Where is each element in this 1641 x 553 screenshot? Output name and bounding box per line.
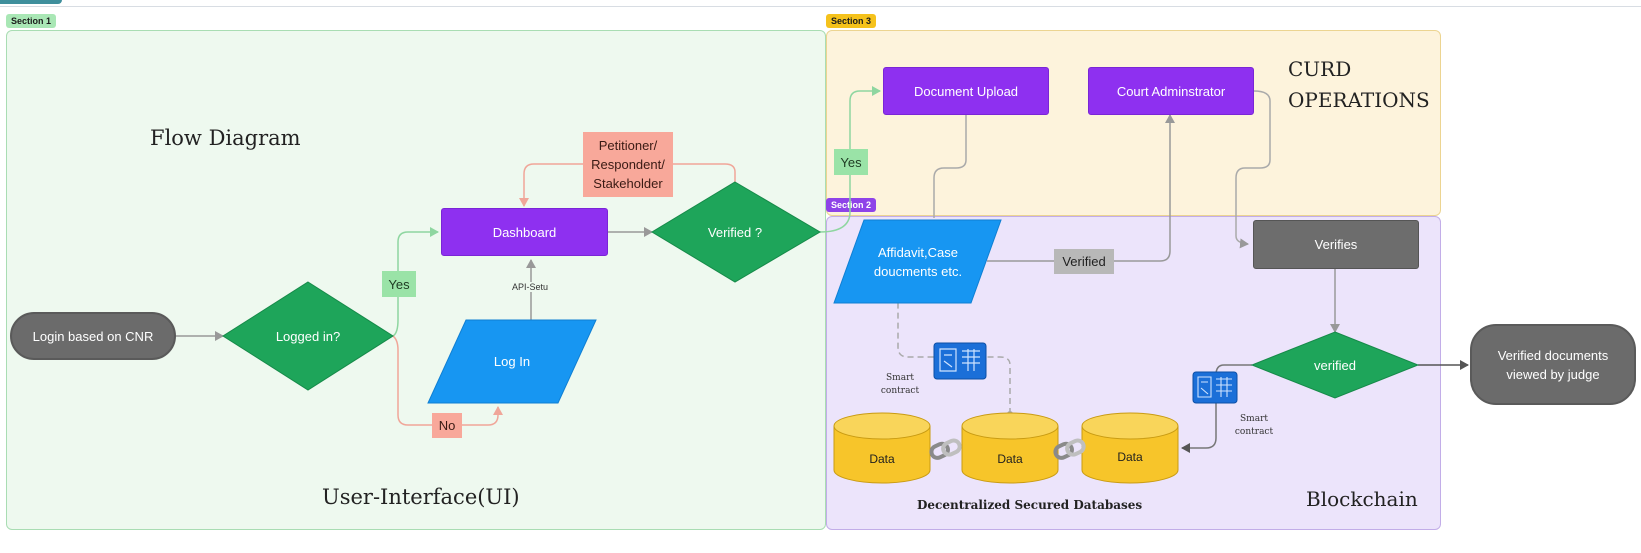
blockchain-title: Blockchain [1306, 487, 1418, 511]
login-based-on-cnr-node[interactable]: Login based on CNR [10, 312, 176, 360]
canvas-top-bar [0, 0, 1641, 7]
edge-verified-to-data [1181, 364, 1252, 453]
edge-no-to-login [392, 335, 503, 426]
section-1-tag[interactable]: Section 1 [6, 14, 57, 28]
smart-contract-label-2: Smart contract [1234, 414, 1274, 437]
edge-affidavit-to-court-admin [987, 114, 1175, 262]
smart-contract-icon [933, 342, 987, 380]
logged-in-text: Logged in? [275, 328, 341, 344]
decentralized-databases-label: Decentralized Secured Databases [917, 498, 1143, 512]
edge-upload-to-affidavit [933, 115, 967, 218]
canvas-top-accent [0, 0, 62, 4]
petitioner-respondent-stakeholder-node[interactable]: Petitioner/ Respondent/ Stakeholder [583, 132, 673, 197]
yes-label-left: Yes [382, 271, 416, 297]
section-3-tag[interactable]: Section 3 [826, 14, 877, 28]
edge-yes-to-dashboard [392, 227, 439, 337]
log-in-parallelogram [427, 319, 597, 404]
no-label: No [432, 413, 462, 438]
smart-contract-label-1: Smart contract [880, 373, 920, 396]
edge-court-admin-to-verifies [1235, 90, 1271, 249]
chain-link-icon [929, 438, 962, 460]
court-administrator-node[interactable]: Court Adminstrator [1088, 67, 1254, 115]
verified-question-text: Verified ? [707, 224, 763, 240]
curd-title-line-2: OPERATIONS [1288, 88, 1430, 112]
verified-question-diamond [651, 181, 821, 283]
curd-title-line-1: CURD [1288, 57, 1352, 81]
database-label-2: Data [997, 452, 1023, 466]
verified-edge-label: Verified [1054, 249, 1114, 274]
edge-petitioner-to-dashboard [519, 163, 583, 207]
verified-documents-judge-node[interactable]: Verified documents viewed by judge [1470, 324, 1636, 405]
document-upload-node[interactable]: Document Upload [883, 67, 1049, 115]
yes-label-top: Yes [834, 149, 868, 175]
database-cylinder-2 [961, 412, 1059, 484]
ui-section-title: User-Interface(UI) [322, 485, 520, 509]
log-in-text: Log In [493, 353, 531, 369]
api-setu-label: API-Setu [500, 282, 560, 292]
verified-diamond-text: verified [1314, 357, 1356, 373]
affidavit-parallelogram [833, 219, 1002, 304]
section-1-user-interface[interactable] [6, 30, 826, 530]
edge-verified-to-petitioner [673, 163, 736, 182]
verifies-node[interactable]: Verifies [1253, 220, 1419, 269]
dashboard-node[interactable]: Dashboard [441, 208, 608, 256]
verified-diamond [1250, 331, 1420, 399]
affidavit-text: Affidavit,Case doucments etc. [873, 245, 963, 279]
edge-verified-to-document-upload [819, 86, 881, 233]
section-2-tag[interactable]: Section 2 [826, 198, 877, 212]
database-cylinder-3 [1081, 412, 1179, 484]
edge-data-to-affidavit-dashed [897, 300, 1011, 414]
chain-link-icon [1053, 438, 1086, 460]
database-label-1: Data [869, 452, 895, 466]
database-cylinder-1 [833, 412, 931, 484]
section-3-curd-operations[interactable] [826, 30, 1441, 216]
curd-operations-title: CURD OPERATIONS [1288, 54, 1430, 116]
flow-diagram-title: Flow Diagram [150, 126, 301, 150]
logged-in-diamond [222, 281, 394, 391]
smart-contract-icon [1192, 371, 1238, 404]
database-label-3: Data [1117, 450, 1143, 464]
